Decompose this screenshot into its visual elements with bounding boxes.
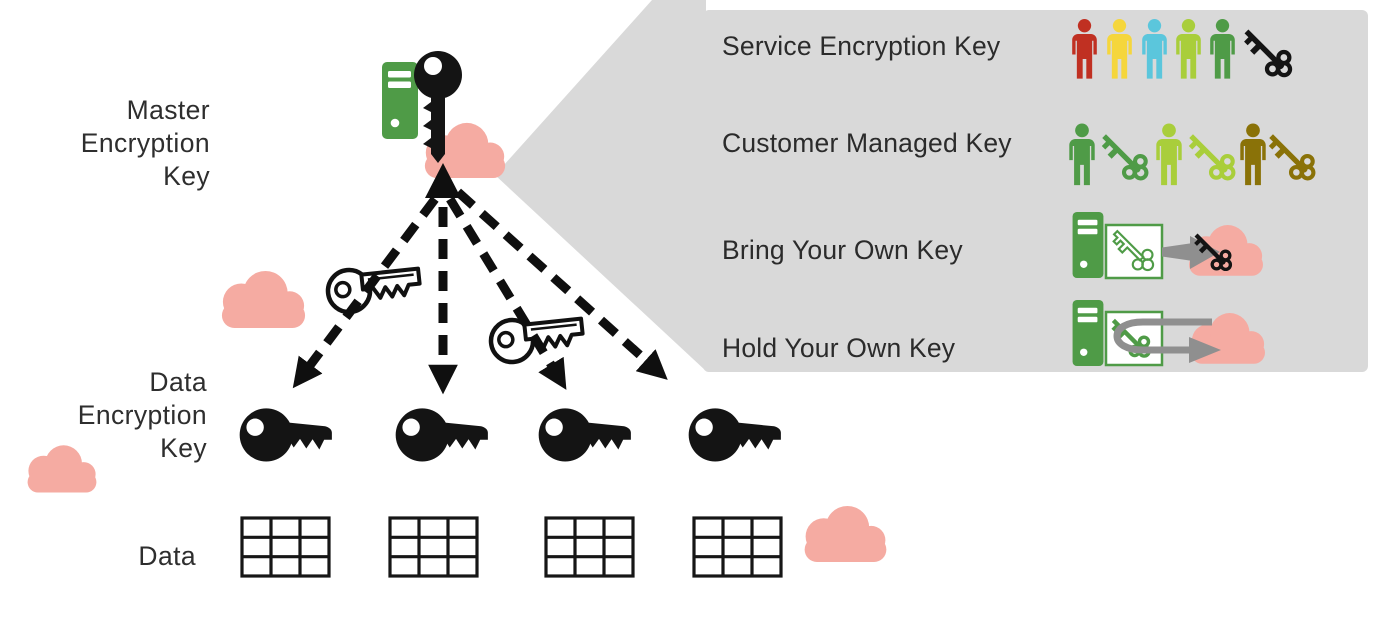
data-table-icon	[240, 516, 331, 578]
row-label: Hold Your Own Key	[722, 333, 956, 363]
dek-key-icon	[538, 408, 631, 462]
data-table-icon	[692, 516, 783, 578]
person-icon-green	[1069, 123, 1095, 186]
row-label: Service Encryption Key	[722, 31, 1001, 61]
person-icon-green	[1210, 19, 1235, 79]
label-line: Master	[126, 95, 210, 125]
person-icon-yellow	[1107, 19, 1132, 79]
key-options-panel: Service Encryption Key Customer Managed …	[703, 10, 1368, 372]
hsm-server-icon	[382, 62, 418, 139]
data-table-icon	[388, 516, 479, 578]
label-line: Key	[163, 161, 210, 191]
callout-beam	[495, 0, 706, 371]
bring-your-own-key-icons	[1072, 212, 1263, 280]
dek-key-icon	[239, 408, 332, 462]
data-encryption-key-label: Data Encryption Key	[30, 366, 207, 465]
ornate-key-icon-black	[1237, 22, 1298, 83]
master-encryption-key-label: Master Encryption Key	[30, 94, 210, 193]
up-arrowhead-icon	[425, 163, 461, 198]
dek-key-icon	[395, 408, 488, 462]
label-line: Data	[149, 367, 207, 397]
roundtrip-arrow-icon	[1113, 318, 1221, 363]
customer-managed-key-icons	[1069, 123, 1378, 201]
label-line: Encryption	[77, 400, 207, 430]
person-icon-lime	[1156, 123, 1182, 186]
master-key-icon	[414, 51, 462, 163]
person-icon-lime	[1176, 19, 1201, 79]
row-label: Customer Managed Key	[722, 128, 1012, 158]
label-line: Key	[160, 433, 207, 463]
dashed-arrow	[454, 188, 668, 380]
cloud-icon	[221, 270, 306, 328]
label-line: Encryption	[80, 128, 210, 158]
person-icon-red	[1072, 19, 1097, 79]
row-label: Bring Your Own Key	[722, 235, 963, 265]
dek-key-icon	[688, 408, 781, 462]
hsm-server-icon	[1072, 300, 1104, 366]
dashed-arrow	[446, 196, 567, 390]
ornate-key-icon-olive	[1262, 127, 1321, 186]
hold-your-own-key-icons	[1072, 300, 1265, 367]
dashed-arrow	[292, 196, 439, 389]
ornate-key-icon-lime	[1182, 127, 1241, 186]
person-icon-cyan	[1142, 19, 1167, 79]
person-icon-olive	[1240, 123, 1266, 186]
ornate-key-icon-green	[1095, 127, 1154, 186]
service-encryption-key-icons	[1072, 19, 1378, 95]
outline-key-icon	[325, 266, 422, 315]
hsm-server-icon	[1072, 212, 1104, 278]
data-label: Data	[138, 541, 196, 571]
cloud-icon	[804, 505, 887, 562]
data-table-icon	[544, 516, 635, 578]
